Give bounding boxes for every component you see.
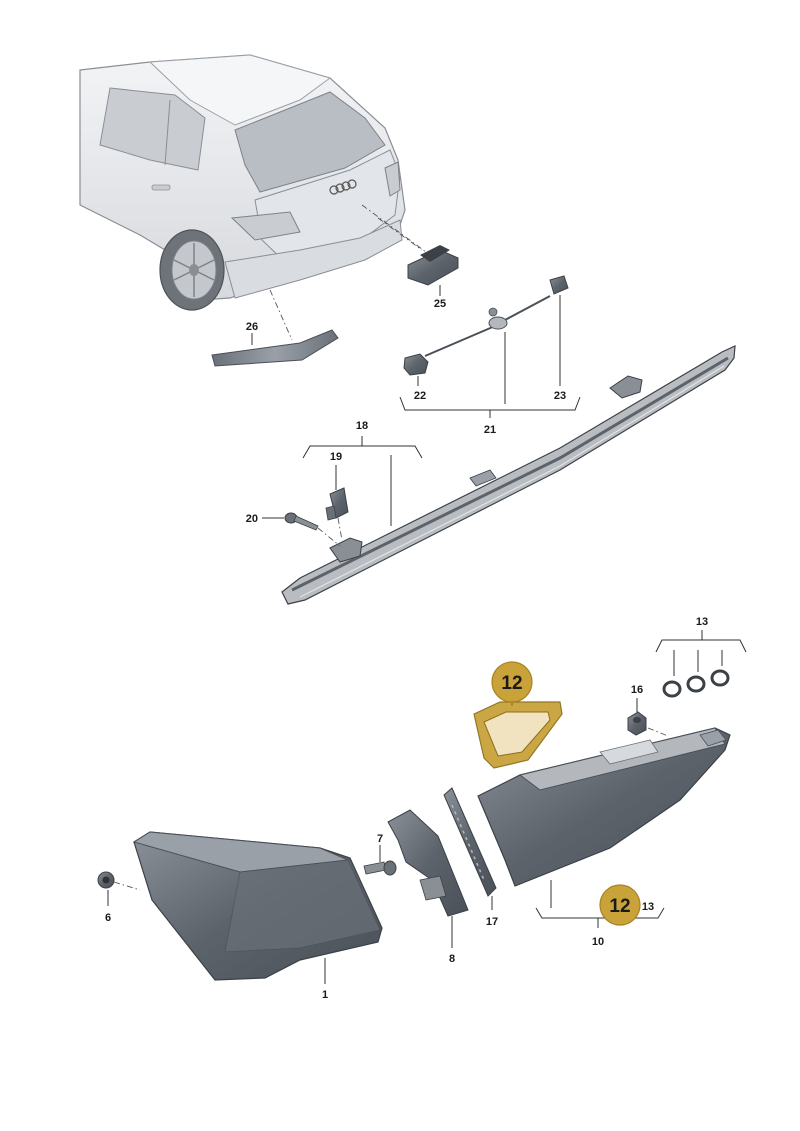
part-number-7: 7	[377, 833, 383, 845]
part-number-20: 20	[246, 513, 258, 525]
part-13-washers	[662, 669, 730, 698]
part-12-gasket	[473, 701, 563, 769]
part-number-22: 22	[414, 390, 426, 402]
part-number-13-bottom: 13	[642, 901, 654, 913]
part-16-nut	[627, 711, 647, 736]
part-number-17: 17	[486, 916, 498, 928]
part-number-18: 18	[356, 420, 368, 432]
part-8-bracket	[387, 809, 469, 917]
vehicle-illustration	[79, 54, 406, 311]
part-number-10: 10	[592, 936, 604, 948]
part-number-16: 16	[631, 684, 643, 696]
part-17-seal	[443, 787, 497, 897]
part-number-6: 6	[105, 912, 111, 924]
part-21-cable-assembly	[403, 275, 569, 376]
svg-text:12: 12	[501, 673, 522, 694]
part-19-clip	[325, 487, 349, 521]
part-26-trim-strip	[211, 329, 339, 367]
part-number-25: 25	[434, 298, 446, 310]
svg-text:12: 12	[609, 896, 630, 917]
part-number-1: 1	[322, 989, 328, 1001]
part-number-13-top: 13	[696, 616, 708, 628]
part-18-light-strip	[281, 345, 736, 605]
part-number-21: 21	[484, 424, 496, 436]
part-number-8: 8	[449, 953, 455, 965]
part-10-inner-taillight	[477, 727, 731, 887]
part-25-license-light	[407, 245, 459, 296]
part-number-23: 23	[554, 390, 566, 402]
part-number-19: 19	[330, 451, 342, 463]
highlight-badge-12-top: 12	[491, 661, 533, 703]
highlight-badge-12-bottom: 12	[599, 884, 641, 926]
part-7-screw	[363, 860, 397, 876]
part-number-26: 26	[246, 321, 258, 333]
part-6-nut	[97, 871, 115, 889]
part-20-screw	[284, 512, 319, 531]
part-1-outer-taillight	[132, 831, 383, 981]
